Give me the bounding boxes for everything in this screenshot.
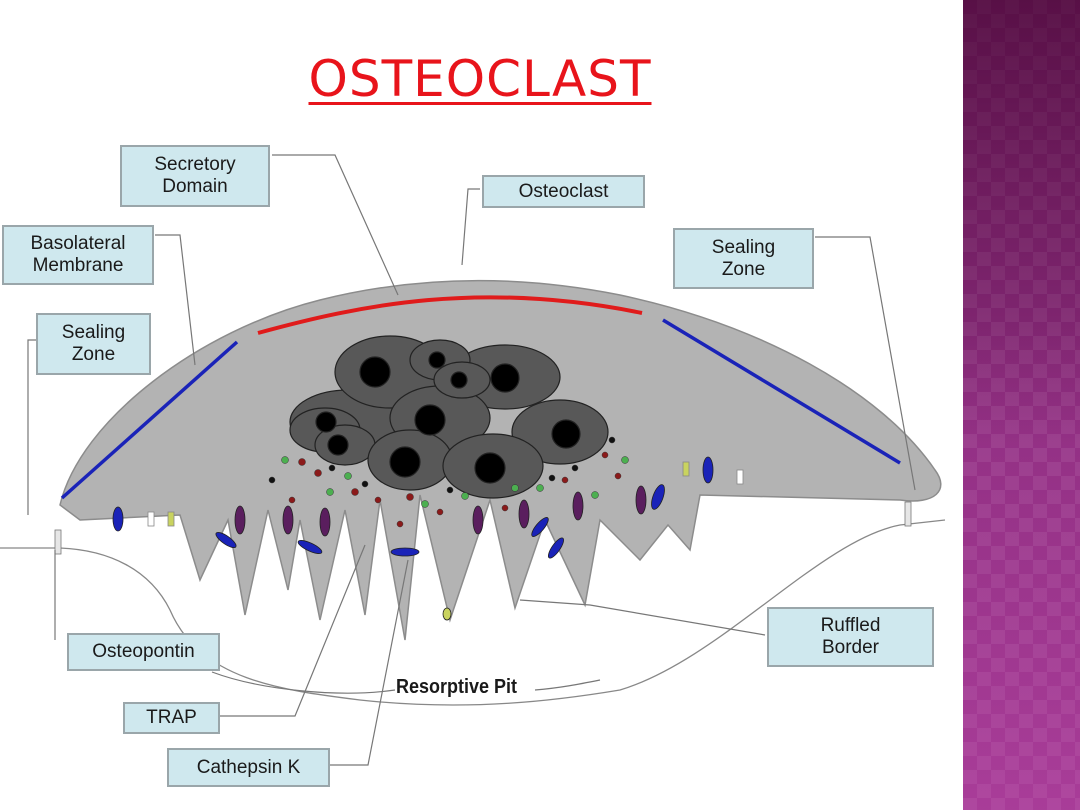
label-basolateral-membrane: Basolateral Membrane — [2, 225, 154, 285]
sealing-line-left — [60, 340, 239, 500]
nuclei — [289, 335, 609, 499]
label-resorptive-pit: Resorptive Pit — [396, 676, 518, 698]
label-secretory-domain: Secretory Domain — [120, 145, 270, 207]
osteoclast-diagram — [0, 154, 946, 766]
secretory-line — [257, 295, 643, 335]
label-osteopontin: Osteopontin — [67, 633, 220, 671]
label-sealing-zone-right: Sealing Zone — [673, 228, 814, 289]
side-decor-band — [963, 0, 1080, 810]
dots — [268, 436, 629, 528]
leader-lines — [27, 154, 916, 766]
vesicles — [54, 456, 912, 621]
bone-surface-line — [0, 519, 946, 706]
label-trap: TRAP — [123, 702, 220, 734]
label-sealing-zone-left: Sealing Zone — [36, 313, 151, 375]
label-ruffled-border: Ruffled Border — [767, 607, 934, 667]
label-osteoclast: Osteoclast — [482, 175, 645, 208]
label-cathepsin-k: Cathepsin K — [167, 748, 330, 787]
sealing-line-right — [662, 318, 901, 465]
slide-title: OSTEOCLAST — [308, 50, 652, 108]
